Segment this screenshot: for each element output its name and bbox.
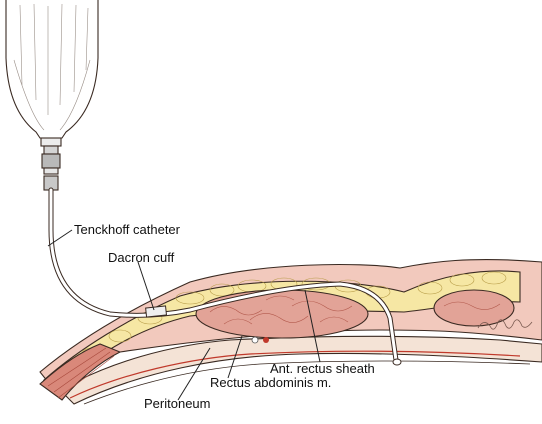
dialysis-bag <box>5 0 99 191</box>
vessel <box>251 336 259 344</box>
label-rectus-abdominis: Rectus abdominis m. <box>210 375 331 390</box>
fat-layer <box>42 270 521 387</box>
rectus-muscle <box>195 289 369 339</box>
leader-lines <box>47 229 321 401</box>
vessel <box>263 337 269 343</box>
right-muscle <box>433 289 515 327</box>
dacron-cuff-shape <box>145 305 168 318</box>
tenckhoff-catheter <box>48 187 402 366</box>
artist-signature <box>477 319 533 330</box>
lateral-muscle <box>39 343 122 401</box>
label-peritoneum: Peritoneum <box>144 396 210 411</box>
label-ant-rectus-sheath: Ant. rectus sheath <box>270 361 375 376</box>
posterior-layers <box>59 335 542 405</box>
label-dacron-cuff: Dacron cuff <box>108 250 175 265</box>
label-tenckhoff-catheter: Tenckhoff catheter <box>74 222 181 237</box>
abdominal-wall <box>39 259 542 405</box>
peritoneum-line <box>69 350 521 399</box>
